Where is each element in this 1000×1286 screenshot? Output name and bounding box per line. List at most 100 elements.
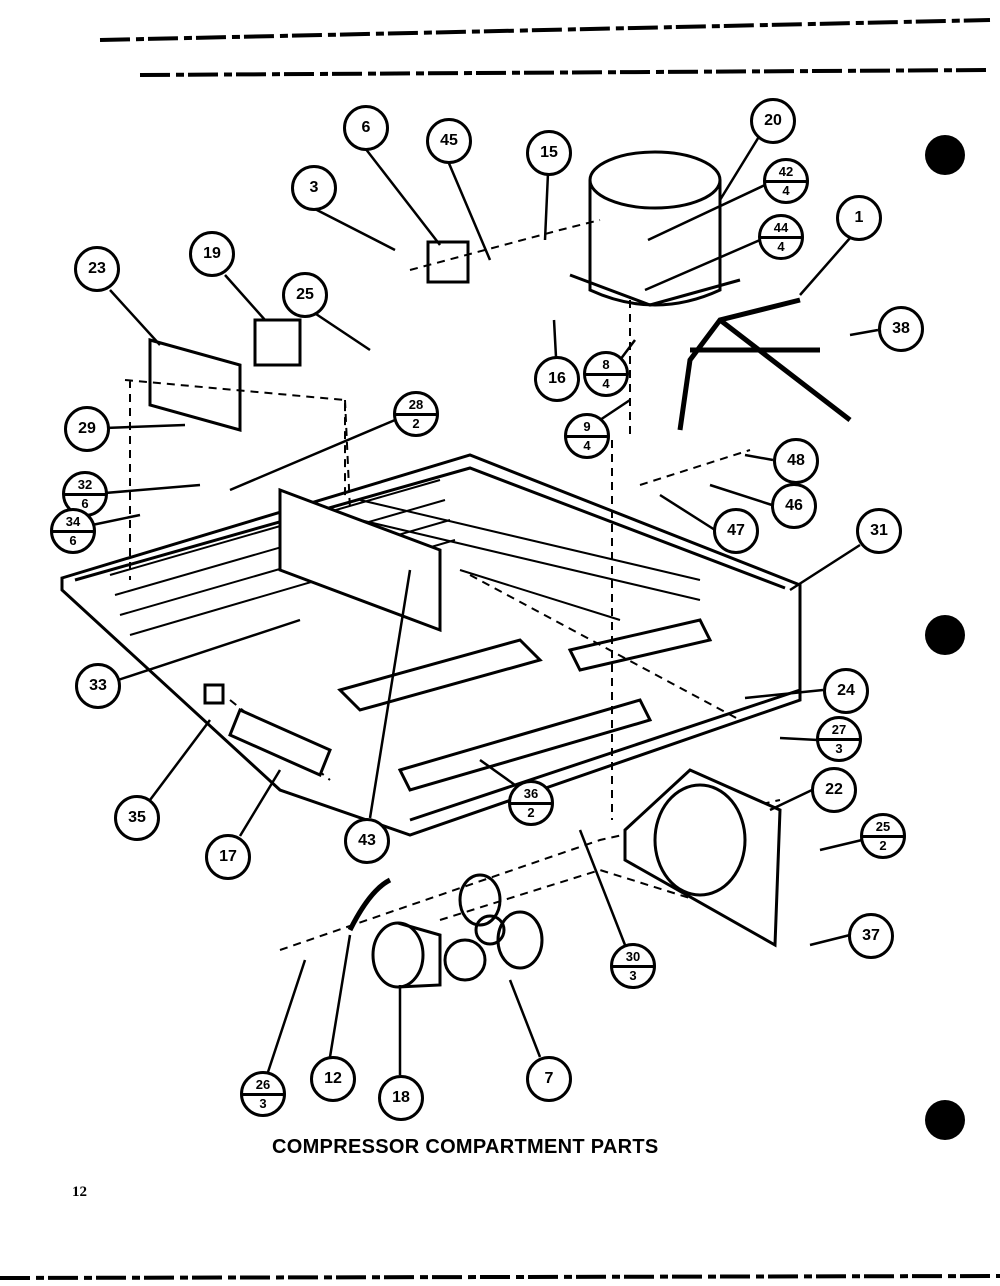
callout-part-15: 15 bbox=[526, 130, 572, 176]
part-quantity: 2 bbox=[412, 415, 420, 431]
fraction-bar bbox=[761, 235, 801, 239]
base-tray bbox=[60, 453, 802, 837]
page-number: 12 bbox=[72, 1184, 87, 1200]
part-number: 18 bbox=[392, 1089, 410, 1106]
callout-part-22: 22 bbox=[811, 767, 857, 813]
part-quantity: 6 bbox=[81, 495, 89, 511]
part-number: 6 bbox=[361, 119, 371, 136]
part-number: 29 bbox=[78, 420, 96, 437]
callout-part-48: 48 bbox=[773, 438, 819, 484]
callout-part-16: 16 bbox=[534, 356, 580, 402]
part-number: 35 bbox=[128, 809, 146, 826]
part-number: 46 bbox=[785, 497, 803, 514]
part-number: 16 bbox=[548, 370, 566, 387]
part-quantity: 2 bbox=[879, 837, 887, 853]
part-number: 19 bbox=[203, 245, 221, 262]
part-number: 36 bbox=[523, 785, 539, 801]
part-quantity: 3 bbox=[835, 740, 843, 756]
part-number: 48 bbox=[787, 452, 805, 469]
callout-part-45: 45 bbox=[426, 118, 472, 164]
callout-part-3: 3 bbox=[291, 165, 337, 211]
callout-part-20: 20 bbox=[750, 98, 796, 144]
part-quantity: 3 bbox=[259, 1095, 267, 1111]
fraction-bar bbox=[65, 492, 105, 496]
part-number: 3 bbox=[309, 179, 319, 196]
callout-part-12: 12 bbox=[310, 1056, 356, 1102]
callout-part-18: 18 bbox=[378, 1075, 424, 1121]
part-number: 31 bbox=[870, 522, 888, 539]
part-quantity: 4 bbox=[777, 238, 785, 254]
fraction-bar bbox=[819, 737, 859, 741]
callout-part-1: 1 bbox=[836, 195, 882, 241]
callout-part-35: 35 bbox=[114, 795, 160, 841]
fraction-bar bbox=[396, 412, 436, 416]
callout-part-29: 29 bbox=[64, 406, 110, 452]
part-quantity: 4 bbox=[782, 182, 790, 198]
fan-blade bbox=[443, 873, 544, 982]
part-number: 8 bbox=[602, 356, 610, 372]
fan-bracket bbox=[623, 768, 782, 948]
part-number: 30 bbox=[625, 948, 641, 964]
callout-part-46: 46 bbox=[771, 483, 817, 529]
fraction-bar bbox=[567, 434, 607, 438]
callout-part-17: 17 bbox=[205, 834, 251, 880]
part-number: 45 bbox=[440, 132, 458, 149]
divider-bracket bbox=[278, 487, 442, 633]
callout-part-33: 33 bbox=[75, 663, 121, 709]
part-number: 44 bbox=[773, 219, 789, 235]
callout-part-37: 37 bbox=[848, 913, 894, 959]
callout-part-24: 24 bbox=[823, 668, 869, 714]
callout-part-43: 43 bbox=[344, 818, 390, 864]
part-quantity: 6 bbox=[69, 532, 77, 548]
part-number: 15 bbox=[540, 144, 558, 161]
part-number: 9 bbox=[583, 418, 591, 434]
part-number: 20 bbox=[764, 112, 782, 129]
part-number: 26 bbox=[255, 1076, 271, 1092]
part-number: 12 bbox=[324, 1070, 342, 1087]
callout-part-7: 7 bbox=[526, 1056, 572, 1102]
part-number: 33 bbox=[89, 677, 107, 694]
fraction-bar bbox=[243, 1092, 283, 1096]
callout-part-31: 31 bbox=[856, 508, 902, 554]
part-number: 22 bbox=[825, 781, 843, 798]
fraction-bar bbox=[863, 834, 903, 838]
compressor-shape bbox=[569, 150, 741, 307]
callout-part-47: 47 bbox=[713, 508, 759, 554]
part-number: 34 bbox=[65, 513, 81, 529]
part-number: 17 bbox=[219, 848, 237, 865]
callout-part-6: 6 bbox=[343, 105, 389, 151]
part-number: 23 bbox=[88, 260, 106, 277]
part-number: 1 bbox=[854, 209, 864, 226]
fraction-bar bbox=[511, 801, 551, 805]
fraction-bar bbox=[53, 529, 93, 533]
part-number: 38 bbox=[892, 320, 910, 337]
part-quantity: 2 bbox=[527, 804, 535, 820]
part-number: 47 bbox=[727, 522, 745, 539]
drier bbox=[228, 707, 332, 778]
part-quantity: 3 bbox=[629, 967, 637, 983]
fraction-bar bbox=[766, 179, 806, 183]
binder-hole bbox=[925, 135, 965, 175]
part-number: 27 bbox=[831, 721, 847, 737]
binder-hole bbox=[925, 615, 965, 655]
fraction-bar bbox=[586, 372, 626, 376]
part-number: 24 bbox=[837, 682, 855, 699]
part-number: 25 bbox=[296, 286, 314, 303]
callout-part-23: 23 bbox=[74, 246, 120, 292]
diagram-title: COMPRESSOR COMPARTMENT PARTS bbox=[272, 1136, 659, 1158]
part-number: 25 bbox=[875, 818, 891, 834]
binder-hole bbox=[925, 1100, 965, 1140]
callout-part-38: 38 bbox=[878, 306, 924, 352]
